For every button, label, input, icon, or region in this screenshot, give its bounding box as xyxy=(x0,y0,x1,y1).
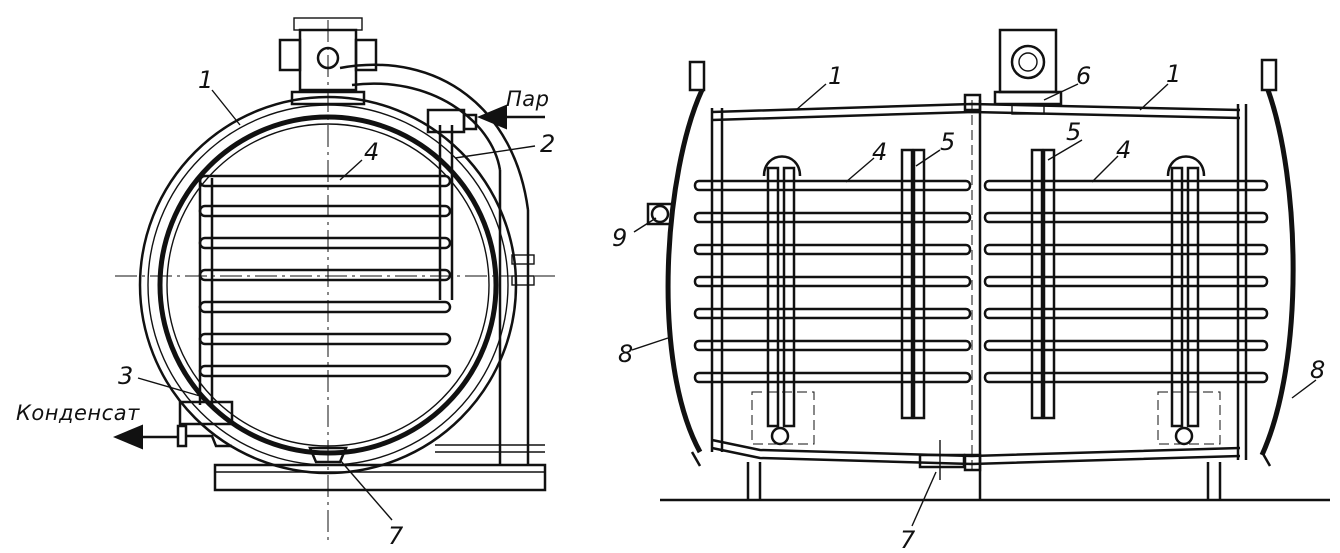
right-callout-5a: 5 xyxy=(940,128,955,156)
right-shell xyxy=(710,93,1248,472)
right-leaders xyxy=(631,83,1317,527)
right-view: 1 6 1 4 5 5 4 9 8 8 7 xyxy=(612,28,1330,553)
right-callout-9: 9 xyxy=(612,224,627,252)
right-callout-4a: 4 xyxy=(872,138,887,166)
right-callout-1b: 1 xyxy=(1166,60,1181,88)
left-heating-shelves xyxy=(198,174,452,378)
left-leaders xyxy=(137,89,536,521)
left-headers xyxy=(176,108,478,448)
left-callout-7: 7 xyxy=(388,522,404,550)
right-callout-8b: 8 xyxy=(1310,356,1325,384)
left-view: Пар Конденсат 1 4 2 3 7 xyxy=(16,17,555,550)
right-door-clamp xyxy=(646,202,674,226)
right-callout-1a: 1 xyxy=(828,62,843,90)
right-top-fitting xyxy=(993,28,1063,115)
right-bottom-valves xyxy=(746,391,1222,500)
left-drain xyxy=(308,446,348,464)
left-callout-1: 1 xyxy=(198,66,213,94)
steam-label: Пар xyxy=(506,87,550,111)
right-end-doors xyxy=(665,58,1296,467)
left-callout-3: 3 xyxy=(118,362,133,390)
left-callout-4: 4 xyxy=(364,138,379,166)
right-callout-8a: 8 xyxy=(618,340,633,368)
left-shell xyxy=(115,20,555,540)
left-top-fitting xyxy=(278,17,378,106)
right-callout-7: 7 xyxy=(900,526,916,553)
right-callout-5b: 5 xyxy=(1066,118,1081,146)
right-callout-4b: 4 xyxy=(1116,136,1131,164)
condensate-label: Конденсат xyxy=(16,401,140,425)
left-callout-2: 2 xyxy=(540,130,555,158)
right-callout-6: 6 xyxy=(1076,62,1091,90)
right-heating-shelves xyxy=(693,179,1269,384)
right-headers xyxy=(762,148,1206,428)
